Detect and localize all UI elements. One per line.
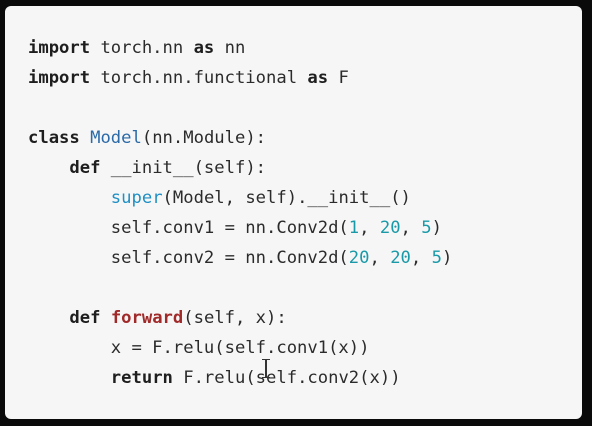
code-token: (nn.Module): <box>141 128 267 148</box>
code-token: (self, x): <box>183 308 287 328</box>
code-token-cls: Model <box>90 128 142 148</box>
code-token: __init__(self): <box>100 158 267 178</box>
code-token-kw: import <box>28 68 91 88</box>
code-token: , <box>359 218 380 238</box>
code-token: , <box>400 218 422 238</box>
code-token-num: 5 <box>421 218 432 238</box>
code-line: x = F.relu(self.conv1(x)) <box>28 333 452 363</box>
code-line: ​ <box>28 273 452 303</box>
code-token-kw: return <box>110 368 173 388</box>
code-token: (Model, self).__init__() <box>162 188 411 208</box>
code-line: def forward(self, x): <box>28 303 452 333</box>
code-token <box>28 308 69 328</box>
code-token: , <box>369 248 391 268</box>
code-token-num: 20 <box>390 248 411 268</box>
code-token <box>28 188 111 208</box>
code-token: ) <box>441 248 453 268</box>
code-token-num: 20 <box>379 218 401 238</box>
code-token: torch.nn <box>90 38 194 58</box>
code-token-kw: def <box>69 158 101 178</box>
code-line: import torch.nn.functional as F <box>28 63 452 93</box>
text-cursor-icon <box>262 358 270 380</box>
code-token <box>100 308 110 328</box>
code-token: ) <box>431 218 442 238</box>
code-token: self.conv2 = nn.Conv2d( <box>28 248 349 268</box>
code-token <box>80 128 90 148</box>
code-line: import torch.nn as nn <box>28 33 452 63</box>
code-token-num: 20 <box>348 248 370 268</box>
code-token <box>28 368 111 388</box>
code-token-num: 5 <box>431 248 442 268</box>
code-line: ​ <box>28 93 452 123</box>
code-token: nn <box>214 38 246 58</box>
code-token-kw: import <box>28 38 91 58</box>
code-token-kw: def <box>69 308 101 328</box>
code-token: F <box>328 68 349 88</box>
code-panel <box>5 6 582 419</box>
code-token-kw: class <box>28 128 80 148</box>
code-token-kw: as <box>307 68 329 88</box>
code-token: self.conv1 = nn.Conv2d( <box>28 218 349 238</box>
code-token: torch.nn.functional <box>90 68 308 88</box>
code-token: x = F.relu(self.conv1(x)) <box>28 338 370 358</box>
code-line: return F.relu(self.conv2(x)) <box>28 363 452 393</box>
code-line: def __init__(self): <box>28 153 452 183</box>
code-token: F.relu(self.conv2(x)) <box>172 368 401 388</box>
code-line: super(Model, self).__init__() <box>28 183 452 213</box>
code-token-fn: forward <box>110 308 184 328</box>
code-line: class Model(nn.Module): <box>28 123 452 153</box>
code-token-kw: as <box>193 38 215 58</box>
code-token: , <box>410 248 432 268</box>
code-line: self.conv2 = nn.Conv2d(20, 20, 5) <box>28 243 453 273</box>
code-token-bi: super <box>110 188 163 208</box>
code-token <box>28 158 69 178</box>
code-line: self.conv1 = nn.Conv2d(1, 20, 5) <box>28 213 452 243</box>
code-token-num: 1 <box>348 218 360 238</box>
